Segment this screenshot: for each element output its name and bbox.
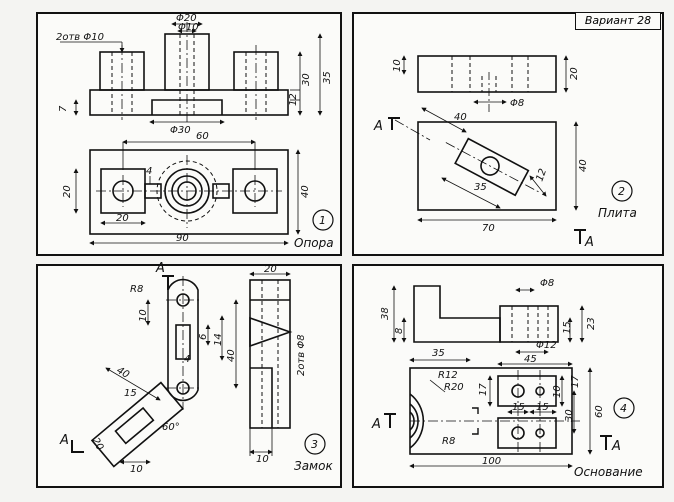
p4-h60-dim: 60 — [594, 405, 605, 418]
p1-w90-dim: 90 — [176, 233, 189, 244]
p2-phi8-dim: Φ8 — [510, 98, 524, 109]
panel-4-dimension-text: Φ8 38 8 15 23 Φ12 35 45 R12 R20 17 10 17… — [371, 278, 627, 467]
p4-w15b-dim: 15 — [536, 402, 549, 413]
p1-w4-dim: 4 — [146, 166, 152, 177]
p1-w20-dim: 20 — [116, 213, 129, 224]
p2-section-left: A — [373, 119, 383, 134]
p4-r12-dim: R12 — [438, 370, 458, 381]
p4-w35-dim: 35 — [432, 348, 445, 359]
p4-r20-dim: R20 — [444, 382, 464, 393]
p4-h17-dim: 17 — [478, 383, 489, 396]
p1-phi30-dim: Φ30 — [170, 125, 191, 136]
p3-h40-dim: 40 — [226, 349, 237, 362]
p3-w10-dim: 10 — [130, 464, 143, 475]
p4-title: Основание — [574, 465, 643, 479]
p3-h6-dim: 6 — [198, 334, 209, 340]
panel-2-dimension-text: 10 20 Φ8 40 35 12 40 70 2 A A — [373, 59, 625, 250]
p2-w12-dim: 12 — [534, 167, 549, 183]
p2-h40-dim: 40 — [578, 159, 589, 172]
p2-number: 2 — [618, 185, 625, 198]
panel-3-dimension-text: R8 10 6 14 40 4 40 15 20 60° 10 20 2отв … — [59, 261, 318, 475]
p4-w15a-dim: 15 — [512, 402, 525, 413]
p1-phi10-dim: Φ10 — [178, 22, 199, 33]
p4-w45-dim: 45 — [524, 354, 537, 365]
p4-r8-dim: R8 — [442, 436, 455, 447]
p2-w40-dim: 40 — [454, 112, 467, 123]
panel-2-drawing — [388, 55, 633, 244]
p1-holes-dim: 2отв Φ10 — [56, 32, 104, 43]
variant-label: Вариант 28 — [575, 12, 661, 30]
p1-h30-dim: 30 — [301, 73, 312, 86]
p1-w60-dim: 60 — [196, 131, 209, 142]
p4-section-left: A — [371, 417, 381, 432]
panel-4-drawing — [384, 285, 635, 469]
p1-h12-dim: 12 — [288, 93, 299, 106]
p2-h20-dim: 20 — [569, 67, 580, 80]
p4-h30-dim: 30 — [564, 409, 575, 422]
p1-phi20-dim: Φ20 — [176, 13, 197, 24]
panel-2-frame — [352, 12, 664, 256]
panel-1-drawing — [60, 21, 334, 246]
p3-top20-dim: 20 — [264, 264, 277, 275]
p4-h15-dim: 15 — [562, 321, 573, 334]
p3-holes-dim: 2отв Φ8 — [296, 334, 307, 376]
p4-phi8-dim: Φ8 — [540, 278, 554, 289]
panel-1-frame — [36, 12, 342, 256]
p4-section-right: A — [611, 439, 621, 454]
p1-number: 1 — [319, 214, 326, 227]
p4-h10-dim: 10 — [552, 385, 563, 398]
p2-section-right: A — [584, 235, 594, 250]
p1-h7-dim: 7 — [58, 105, 69, 112]
p3-w15-dim: 15 — [124, 388, 137, 399]
p4-phi12-dim: Φ12 — [536, 340, 557, 351]
p3-title: Замок — [294, 459, 333, 473]
panel-1-dimension-text: 2отв Φ10 Φ20 Φ10 30 35 12 7 Φ30 60 20 40… — [56, 13, 333, 244]
p3-w4-dim: 4 — [184, 354, 190, 365]
p4-h23-dim: 23 — [586, 317, 597, 330]
p3-section-top: A — [155, 261, 165, 276]
p3-h10-dim: 10 — [138, 309, 149, 322]
p3-r8-dim: R8 — [130, 284, 143, 295]
p1-title: Опора — [294, 236, 334, 250]
p3-h20-dim: 20 — [89, 436, 105, 453]
p2-title: Плита — [598, 206, 637, 220]
p4-h8-dim: 8 — [394, 328, 405, 334]
p2-w70-dim: 70 — [482, 223, 495, 234]
p3-bot10-dim: 10 — [256, 454, 269, 465]
p1-h35-dim: 35 — [322, 71, 333, 84]
p3-w40-dim: 40 — [115, 365, 132, 381]
p4-h17b-dim: 17 — [570, 375, 581, 388]
p4-number: 4 — [620, 402, 627, 415]
p3-h14-dim: 14 — [213, 333, 224, 346]
panel-3-drawing — [71, 271, 326, 468]
p3-section-bottom: A — [59, 433, 69, 448]
p3-number: 3 — [311, 438, 318, 451]
p4-w100-dim: 100 — [482, 456, 501, 467]
p4-h38-dim: 38 — [380, 307, 391, 320]
p2-w35-dim: 35 — [474, 182, 487, 193]
p1-h40-dim: 40 — [300, 185, 311, 198]
p1-h20-dim: 20 — [62, 185, 73, 198]
p3-a60-dim: 60° — [162, 422, 180, 433]
p2-h10-dim: 10 — [392, 59, 403, 72]
